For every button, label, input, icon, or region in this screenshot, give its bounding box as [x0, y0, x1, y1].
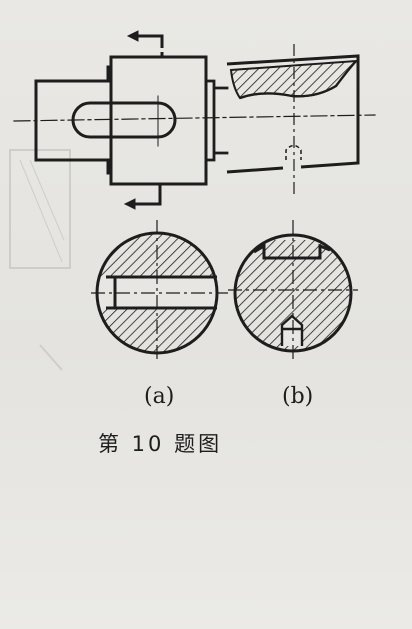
show-through-marks	[9, 149, 71, 371]
tube-small-hole	[285, 144, 302, 160]
section-b-flat-top	[253, 243, 331, 260]
figure-caption: 第 10 题图	[98, 432, 223, 456]
shaft-front-view	[13, 55, 376, 186]
center-line	[13, 114, 376, 122]
tube-section-view	[226, 44, 360, 196]
arrow-bottom	[131, 184, 162, 206]
tube-outline	[226, 54, 360, 174]
shaft-shoulder	[106, 65, 113, 175]
section-b	[228, 220, 358, 360]
shaft-neck	[204, 79, 229, 162]
section-arrows	[123, 30, 164, 210]
section-b-hole	[280, 314, 304, 346]
arrow-top	[134, 34, 164, 58]
view-label-b: (b)	[282, 384, 314, 409]
view-label-a: (a)	[144, 384, 175, 409]
section-a-slot-edges	[106, 275, 217, 310]
section-a	[91, 220, 228, 362]
